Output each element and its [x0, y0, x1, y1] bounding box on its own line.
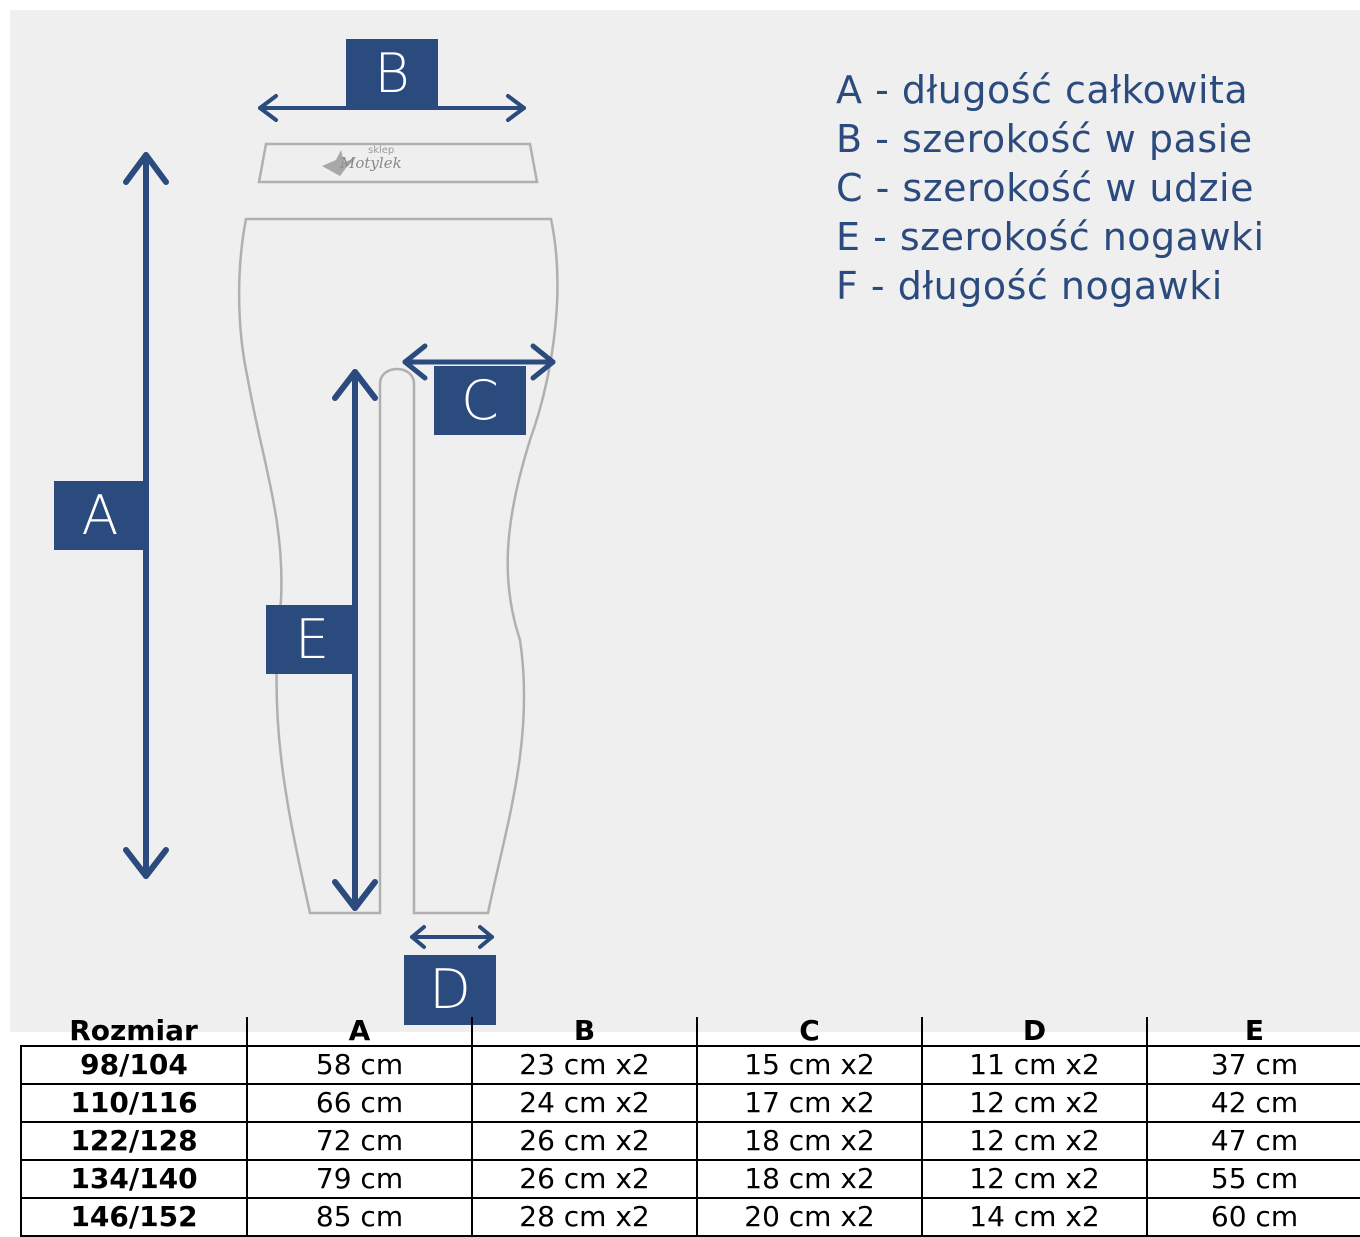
- table-row: 146/152 85 cm 28 cm x2 20 cm x2 14 cm x2…: [21, 1198, 1360, 1237]
- label-c: C: [434, 366, 526, 435]
- logo-small-text: sklep: [368, 145, 395, 156]
- cell-a: 58 cm: [246, 1046, 472, 1085]
- cell-c: 15 cm x2: [696, 1046, 922, 1085]
- header-e: E: [1146, 1017, 1360, 1047]
- legend-item-e: E - szerokość nogawki: [836, 215, 1265, 259]
- cell-a: 85 cm: [246, 1198, 472, 1237]
- cell-d: 12 cm x2: [921, 1122, 1147, 1161]
- cell-e: 60 cm: [1146, 1198, 1360, 1237]
- label-a: A: [54, 481, 146, 550]
- arrow-a: [123, 152, 169, 879]
- label-e: E: [266, 605, 358, 674]
- table-row: 122/128 72 cm 26 cm x2 18 cm x2 12 cm x2…: [21, 1122, 1360, 1161]
- cell-c: 18 cm x2: [696, 1122, 922, 1161]
- label-b: B: [346, 39, 438, 108]
- arrow-c: [402, 343, 556, 381]
- header-d: D: [921, 1017, 1147, 1047]
- waistband-outline: [257, 142, 539, 184]
- cell-a: 79 cm: [246, 1160, 472, 1199]
- arrow-b: [258, 94, 526, 122]
- size-cell: 98/104: [21, 1046, 247, 1085]
- size-table: Rozmiar A B C D E 98/104 58 cm 23 cm x2 …: [20, 1017, 1360, 1237]
- cell-c: 18 cm x2: [696, 1160, 922, 1199]
- legend-item-f: F - długość nogawki: [836, 264, 1223, 308]
- cell-b: 26 cm x2: [471, 1160, 697, 1199]
- header-c: C: [696, 1017, 922, 1047]
- logo-main-text: Motylek: [340, 154, 402, 172]
- label-d: D: [404, 955, 496, 1025]
- legend-list: A - długość całkowita B - szerokość w pa…: [836, 66, 1265, 311]
- cell-d: 12 cm x2: [921, 1084, 1147, 1123]
- legend-item-b: B - szerokość w pasie: [836, 117, 1253, 161]
- cell-e: 47 cm: [1146, 1122, 1360, 1161]
- table-row: 110/116 66 cm 24 cm x2 17 cm x2 12 cm x2…: [21, 1084, 1360, 1123]
- cell-e: 37 cm: [1146, 1046, 1360, 1085]
- header-size: Rozmiar: [21, 1017, 247, 1047]
- leggings-diagram: [123, 94, 559, 949]
- cell-e: 55 cm: [1146, 1160, 1360, 1199]
- cell-c: 17 cm x2: [696, 1084, 922, 1123]
- cell-e: 42 cm: [1146, 1084, 1360, 1123]
- legend-item-a: A - długość całkowita: [836, 68, 1249, 112]
- header-a: A: [246, 1017, 472, 1047]
- cell-b: 28 cm x2: [471, 1198, 697, 1237]
- size-cell: 134/140: [21, 1160, 247, 1199]
- size-cell: 122/128: [21, 1122, 247, 1161]
- table-row: 98/104 58 cm 23 cm x2 15 cm x2 11 cm x2 …: [21, 1046, 1360, 1085]
- leggings-outline: [237, 217, 559, 915]
- diagram-panel: sklep Motylek B A C E D A - długość całk…: [10, 10, 1360, 1032]
- cell-d: 14 cm x2: [921, 1198, 1147, 1237]
- cell-c: 20 cm x2: [696, 1198, 922, 1237]
- cell-b: 26 cm x2: [471, 1122, 697, 1161]
- table-row: 134/140 79 cm 26 cm x2 18 cm x2 12 cm x2…: [21, 1160, 1360, 1199]
- cell-b: 24 cm x2: [471, 1084, 697, 1123]
- cell-a: 72 cm: [246, 1122, 472, 1161]
- cell-b: 23 cm x2: [471, 1046, 697, 1085]
- butterfly-icon: [322, 150, 356, 176]
- cell-d: 11 cm x2: [921, 1046, 1147, 1085]
- size-cell: 110/116: [21, 1084, 247, 1123]
- arrow-d: [410, 925, 494, 949]
- legend-item-c: C - szerokość w udzie: [836, 166, 1254, 210]
- cell-a: 66 cm: [246, 1084, 472, 1123]
- cell-d: 12 cm x2: [921, 1160, 1147, 1199]
- table-header-row: Rozmiar A B C D E: [21, 1017, 1360, 1047]
- size-cell: 146/152: [21, 1198, 247, 1237]
- header-b: B: [471, 1017, 697, 1047]
